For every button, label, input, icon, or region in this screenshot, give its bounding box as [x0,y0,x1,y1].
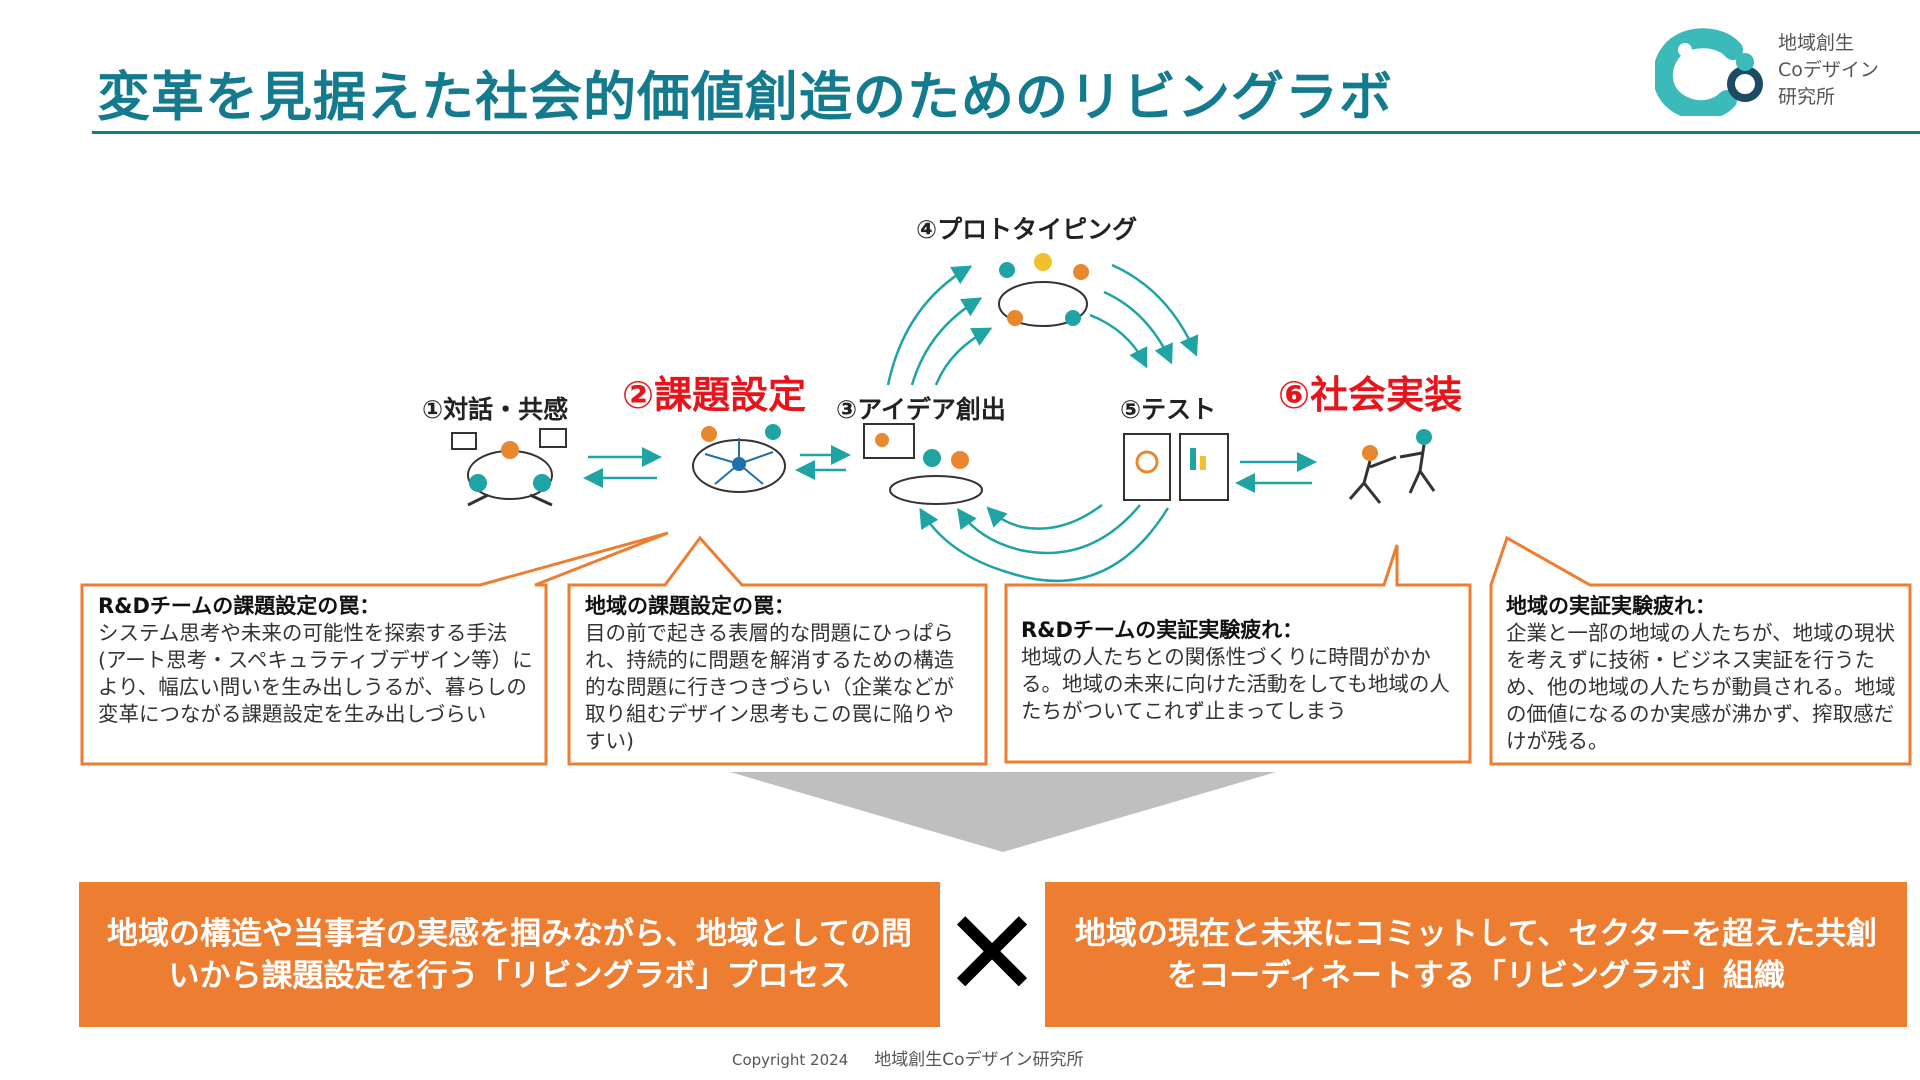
step-test-label: ⑤テスト [1120,395,1217,424]
arrow-5-to-3-c [986,503,1103,530]
footer: Copyright 2024 地域創生Coデザイン研究所 [732,1045,1084,1070]
convergence-arrow-icon [730,772,1276,852]
arrow-3-to-4-b [910,297,983,386]
footer-copyright: Copyright 2024 [732,1051,849,1069]
arrow-group [583,263,1317,583]
title-underline [92,131,1920,134]
callout-box-3: R&Dチームの実証実験疲れ： 地域の人たちとの関係性づくりに時間がかかる。地域の… [1021,617,1451,725]
arrow-3-to-4-c [934,327,993,386]
arrow-5-to-3-b [957,504,1141,555]
dialogue-illustration-icon [451,428,567,507]
callout-frame-1 [80,531,669,766]
callout-box-1: R&Dチームの課題設定の罠： システム思考や未来の可能性を探索する手法(アート思… [98,593,534,728]
test-illustration-icon [1123,433,1229,501]
callout-4-body: 企業と一部の地域の人たちが、地域の現状を考えずに技術・ビジネス実証を行うため、他… [1506,621,1896,753]
arrow-4-to-5-c [1089,313,1148,369]
logo-text: 地域創生 Coデザイン 研究所 [1778,30,1879,111]
step-ideation-label: ③アイデア創出 [836,395,1006,424]
callout-4-heading: 地域の実証実験疲れ： [1506,594,1716,618]
logo-line-1: 地域創生 [1778,32,1855,54]
step-dialogue-label: ①対話・共感 [422,395,569,424]
arrow-4-to-5-a [1111,263,1199,357]
footer-org: 地域創生Coデザイン研究所 [874,1050,1084,1070]
arrow-4-to-5-b [1103,290,1173,365]
callout-1-heading: R&Dチームの課題設定の罠： [98,594,381,618]
callout-2-heading: 地域の課題設定の罠： [585,594,795,618]
callout-2-body: 目の前で起きる表層的な問題にひっぱられ、持続的に問題を解消するための構造的な問題… [585,621,955,753]
prototyping-illustration-icon [998,253,1089,327]
callout-3-heading: R&Dチームの実証実験疲れ： [1021,618,1304,642]
logo-line-2: Coデザイン [1778,59,1879,81]
page-title: 変革を見据えた社会的価値創造のためのリビングラボ [97,67,1393,128]
arrow-5-to-3-a [919,507,1170,583]
logo-line-3: 研究所 [1778,86,1836,108]
bottom-process-box: 地域の構造や当事者の実感を掴みながら、地域としての問いから課題設定を行う「リビン… [79,882,940,1027]
bottom-organization-box: 地域の現在と未来にコミットして、セクターを超えた共創をコーディネートする「リビン… [1045,882,1907,1027]
step-prototyping-label: ④プロトタイピング [916,215,1138,244]
callout-frame-2 [567,535,988,766]
callout-box-4: 地域の実証実験疲れ： 企業と一部の地域の人たちが、地域の現状を考えずに技術・ビジ… [1506,593,1898,755]
callout-box-2: 地域の課題設定の罠： 目の前で起きる表層的な問題にひっぱられ、持続的に問題を解消… [585,593,973,755]
callout-3-body: 地域の人たちとの関係性づくりに時間がかかる。地域の未来に向けた活動をしても地域の… [1021,645,1450,723]
step-implementation-label: ⑥社会実装 [1278,373,1463,417]
callout-frame-4 [1489,535,1912,766]
callout-1-body: システム思考や未来の可能性を探索する手法(アート思考・スペキュラティブデザイン等… [98,621,533,726]
arrow-3-to-4-a [886,265,973,386]
cross-icon: ✕ [941,885,1043,1024]
callout-frame-3 [1004,544,1472,764]
implementation-illustration-icon [1348,429,1436,504]
problem-setting-illustration-icon [692,424,786,493]
ideation-illustration-icon [863,423,983,505]
logo-mark-icon [1655,28,1763,116]
step-problem-setting-label: ②課題設定 [622,373,807,417]
